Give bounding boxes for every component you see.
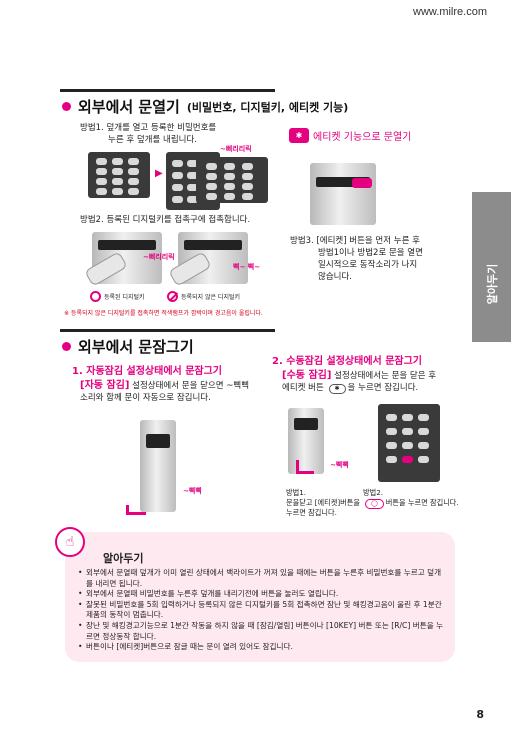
door-close-indicator xyxy=(296,460,314,474)
etiquette-title: 에티켓 기능으로 문열기 xyxy=(313,132,412,143)
bullet-dot xyxy=(62,102,71,111)
beep-label: ~삐리리릭 xyxy=(220,145,252,153)
section-rule xyxy=(60,89,275,92)
bullet-dot xyxy=(62,342,71,351)
etiquette-button-highlight xyxy=(352,178,372,188)
section-title-text: 외부에서 문잠그기 xyxy=(78,338,194,356)
section-title-lock: 외부에서 문잠그기 xyxy=(62,336,194,357)
beep-label: 삑~ 삑~ xyxy=(233,263,261,271)
beep-label: ~삐리리릭 xyxy=(143,253,175,261)
side-tab: 알아두기 xyxy=(472,192,511,342)
section-title-open: 외부에서 문열기 (비밀번호, 디지털키, 에티켓 기능) xyxy=(62,96,348,117)
info-heading: 알아두기 xyxy=(103,552,144,565)
site-url: www.milre.com xyxy=(413,6,487,18)
legend-registered: 등록된 디지털키 xyxy=(90,291,145,302)
method3-text: 방법3. [에티켓] 버튼을 먼저 누른 후 방법1이나 방법2로 문을 열면 … xyxy=(290,236,423,282)
keypad-image xyxy=(196,157,268,203)
section-title-suffix: (비밀번호, 디지털키, 에티켓 기능) xyxy=(186,100,349,114)
circle-icon xyxy=(90,291,101,302)
hand-icon: ☝ xyxy=(55,527,85,557)
door-lock-image xyxy=(288,408,324,474)
keypad-image xyxy=(88,152,150,198)
page-number: 8 xyxy=(476,708,484,721)
method1-lock: 방법1. 문을닫고 [에티켓]버튼을 누르면 잠깁니다. xyxy=(286,488,361,517)
section-title-text: 외부에서 문열기 xyxy=(78,98,180,116)
list-item: 잘못된 비밀번호를 5회 입력하거나 등록되지 않은 디지털키를 5회 접촉하면… xyxy=(78,600,448,621)
method1-text: 방법1. 덮개를 열고 등록한 비밀번호를 누른 후 덮개를 내립니다. xyxy=(80,123,217,145)
keypad-image xyxy=(378,404,440,482)
section-rule xyxy=(60,329,275,332)
arrow-icon: ▶ xyxy=(155,168,163,179)
list-item: 외부에서 문열때 비밀번호를 누른후 덮개를 내리기전에 버튼을 눌러도 열립니… xyxy=(78,589,448,600)
lock-key-icon: ◯ xyxy=(365,499,384,509)
beep-label: ~삑삑 xyxy=(330,461,349,469)
etiquette-key-icon: ✱ xyxy=(289,128,309,143)
etiquette-key-icon: ✱ xyxy=(328,384,346,394)
info-list: 외부에서 문열때 덮개가 이미 열린 상태에서 백라이트가 꺼져 있을 때에는 … xyxy=(78,568,448,653)
legend-unregistered: 등록되지 않은 디지털키 xyxy=(167,291,240,302)
method2-text: 방법2. 등록된 디지털키를 접촉구에 접촉합니다. xyxy=(80,215,251,225)
list-item: 외부에서 문열때 덮개가 이미 열린 상태에서 백라이트가 꺼져 있을 때에는 … xyxy=(78,568,448,589)
warning-note: ※ 등록되지 않은 디지털키를 접촉하면 적색램프가 깜박이며 경고음이 울립니… xyxy=(64,310,263,317)
auto-lock-title: 1. 자동잠김 설정상태에서 문잠그기 xyxy=(72,366,223,377)
lock-image xyxy=(310,163,376,225)
beep-label: ~삑삑 xyxy=(183,487,202,495)
manual-lock-title: 2. 수동잠김 설정상태에서 문잠그기 xyxy=(272,356,423,367)
manual-lock-desc: [수동 잠김] 설정상태에서는 문을 닫은 후 에티켓 버튼 ✱을 누르면 잠깁… xyxy=(282,370,437,394)
list-item: 버튼이나 [에티켓]버튼으로 잠글 때는 문이 열려 있어도 잠깁니다. xyxy=(78,642,448,653)
auto-lock-desc: [자동 잠김] 설정상태에서 문을 닫으면 ~삑삑 소리와 함께 문이 자동으로… xyxy=(80,380,250,403)
door-lock-image xyxy=(140,420,176,512)
list-item: 장난 및 해킹경고기능으로 1분간 작동을 하지 않을 때 [잠김/열림] 버튼… xyxy=(78,621,448,642)
method2-lock: 방법2. ◯버튼을 누르면 잠깁니다. xyxy=(363,488,459,509)
prohibited-icon xyxy=(167,291,179,302)
door-close-indicator xyxy=(126,505,146,515)
